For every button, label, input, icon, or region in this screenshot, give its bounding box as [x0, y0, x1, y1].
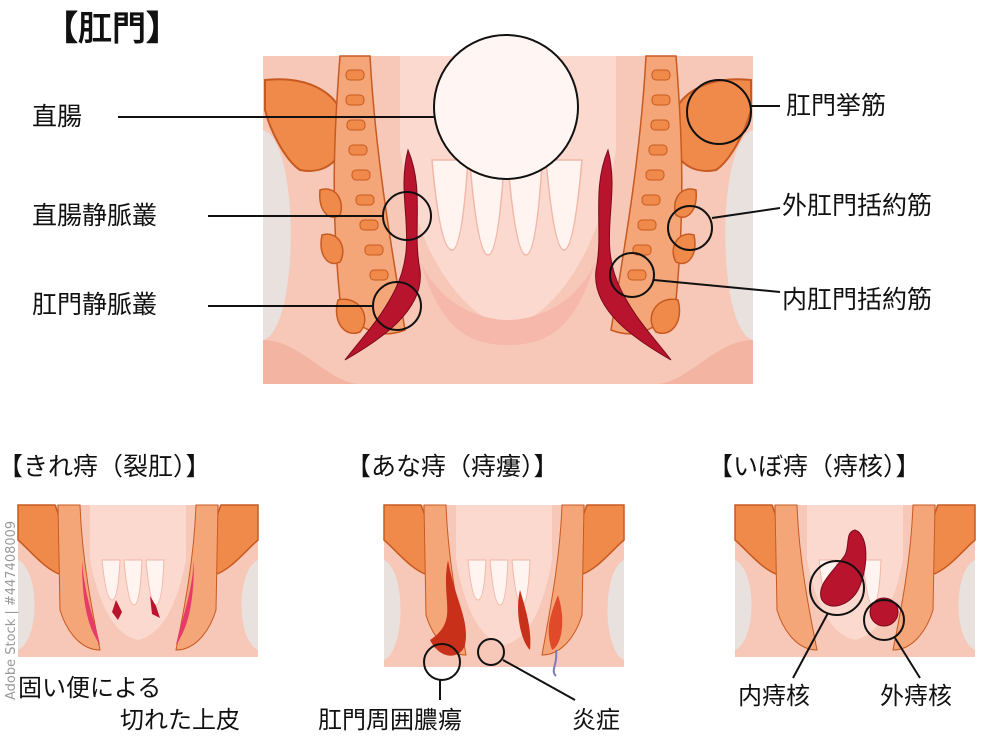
caption-torn-epithelium: 切れた上皮	[120, 706, 240, 734]
label-internal-anal-sphincter: 内肛門括約筋	[782, 285, 933, 314]
heading-anal-fistula: 【あな痔（痔瘻）】	[346, 452, 559, 481]
caption-hard-stool: 固い便による	[18, 674, 162, 702]
stock-watermark: Adobe Stock | #447408009	[4, 520, 19, 700]
hemorrhoid-diagram	[734, 504, 976, 679]
label-rectum: 直腸	[32, 102, 83, 131]
caption-internal-hemorrhoid: 内痔核	[738, 682, 810, 710]
label-external-anal-sphincter: 外肛門括約筋	[782, 191, 933, 220]
label-rectal-venous-plexus: 直腸静脈叢	[32, 201, 158, 230]
caption-perianal-abscess: 肛門周囲膿瘍	[318, 706, 462, 734]
main-diagram	[118, 34, 781, 384]
page-title: 【肛門】	[44, 9, 180, 49]
heading-anal-fissure: 【きれ痔（裂肛）】	[0, 452, 211, 481]
caption-inflammation: 炎症	[572, 706, 620, 734]
caption-external-hemorrhoid: 外痔核	[880, 682, 952, 710]
heading-hemorrhoids: 【いぼ痔（痔核）】	[708, 452, 921, 481]
fissure-diagram	[17, 504, 259, 657]
label-anal-venous-plexus: 肛門静脈叢	[32, 290, 158, 319]
label-levator-ani: 肛門挙筋	[786, 91, 887, 120]
fistula-diagram	[383, 504, 625, 701]
